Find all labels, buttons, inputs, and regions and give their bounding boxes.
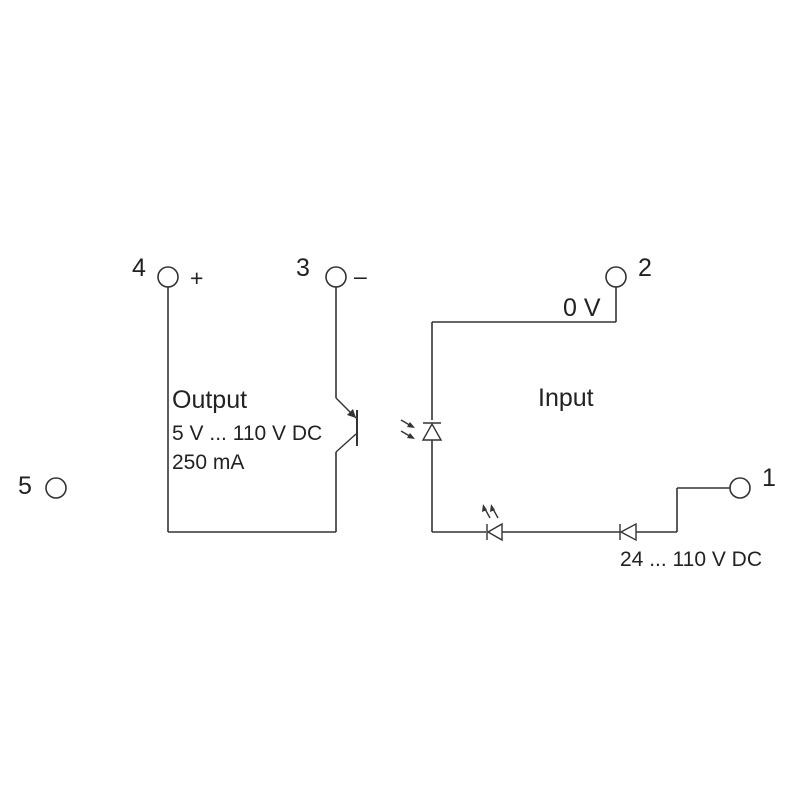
- input-voltage: 24 ... 110 V DC: [620, 548, 762, 571]
- terminal-4-label: 4: [132, 254, 146, 282]
- output-voltage: 5 V ... 110 V DC: [172, 422, 322, 445]
- terminal-3[interactable]: [325, 266, 347, 288]
- emitter-led-symbol: [400, 419, 443, 441]
- input-circuit: [400, 287, 730, 542]
- terminal-2-label: 2: [638, 254, 652, 282]
- terminal-1-label: 1: [762, 464, 776, 492]
- terminal-4[interactable]: [157, 266, 179, 288]
- status-led-triangle: [486, 522, 503, 542]
- ground-label: 0 V: [563, 294, 601, 322]
- collector-arrow-icon: [347, 409, 356, 418]
- terminal-5-label: 5: [18, 472, 32, 500]
- phototransistor-symbol: [335, 397, 358, 453]
- light-ray-arrow-icon: [482, 504, 487, 512]
- terminal-3-label: 3: [296, 254, 310, 282]
- light-ray-arrow-icon: [407, 433, 415, 439]
- diode-triangle: [619, 522, 637, 542]
- status-led-symbol: [482, 504, 503, 542]
- terminals: [45, 266, 751, 499]
- input-title: Input: [538, 384, 594, 412]
- output-current: 250 mA: [172, 451, 244, 474]
- plus-polarity-label: +: [190, 265, 203, 291]
- terminal-5[interactable]: [45, 477, 67, 499]
- terminal-1[interactable]: [729, 477, 751, 499]
- terminal-2[interactable]: [605, 266, 627, 288]
- labels: 4 3 2 1 5 + – Output 5 V ... 110 V DC 25…: [18, 254, 776, 571]
- minus-polarity-label: –: [354, 263, 367, 289]
- input-diode-symbol: [619, 522, 637, 542]
- light-ray-arrow-icon: [490, 504, 495, 512]
- emitter-led-triangle: [421, 422, 443, 441]
- output-circuit: [167, 287, 358, 533]
- transistor-emitter: [335, 433, 357, 453]
- output-title: Output: [172, 386, 247, 414]
- light-ray-arrow-icon: [407, 422, 415, 428]
